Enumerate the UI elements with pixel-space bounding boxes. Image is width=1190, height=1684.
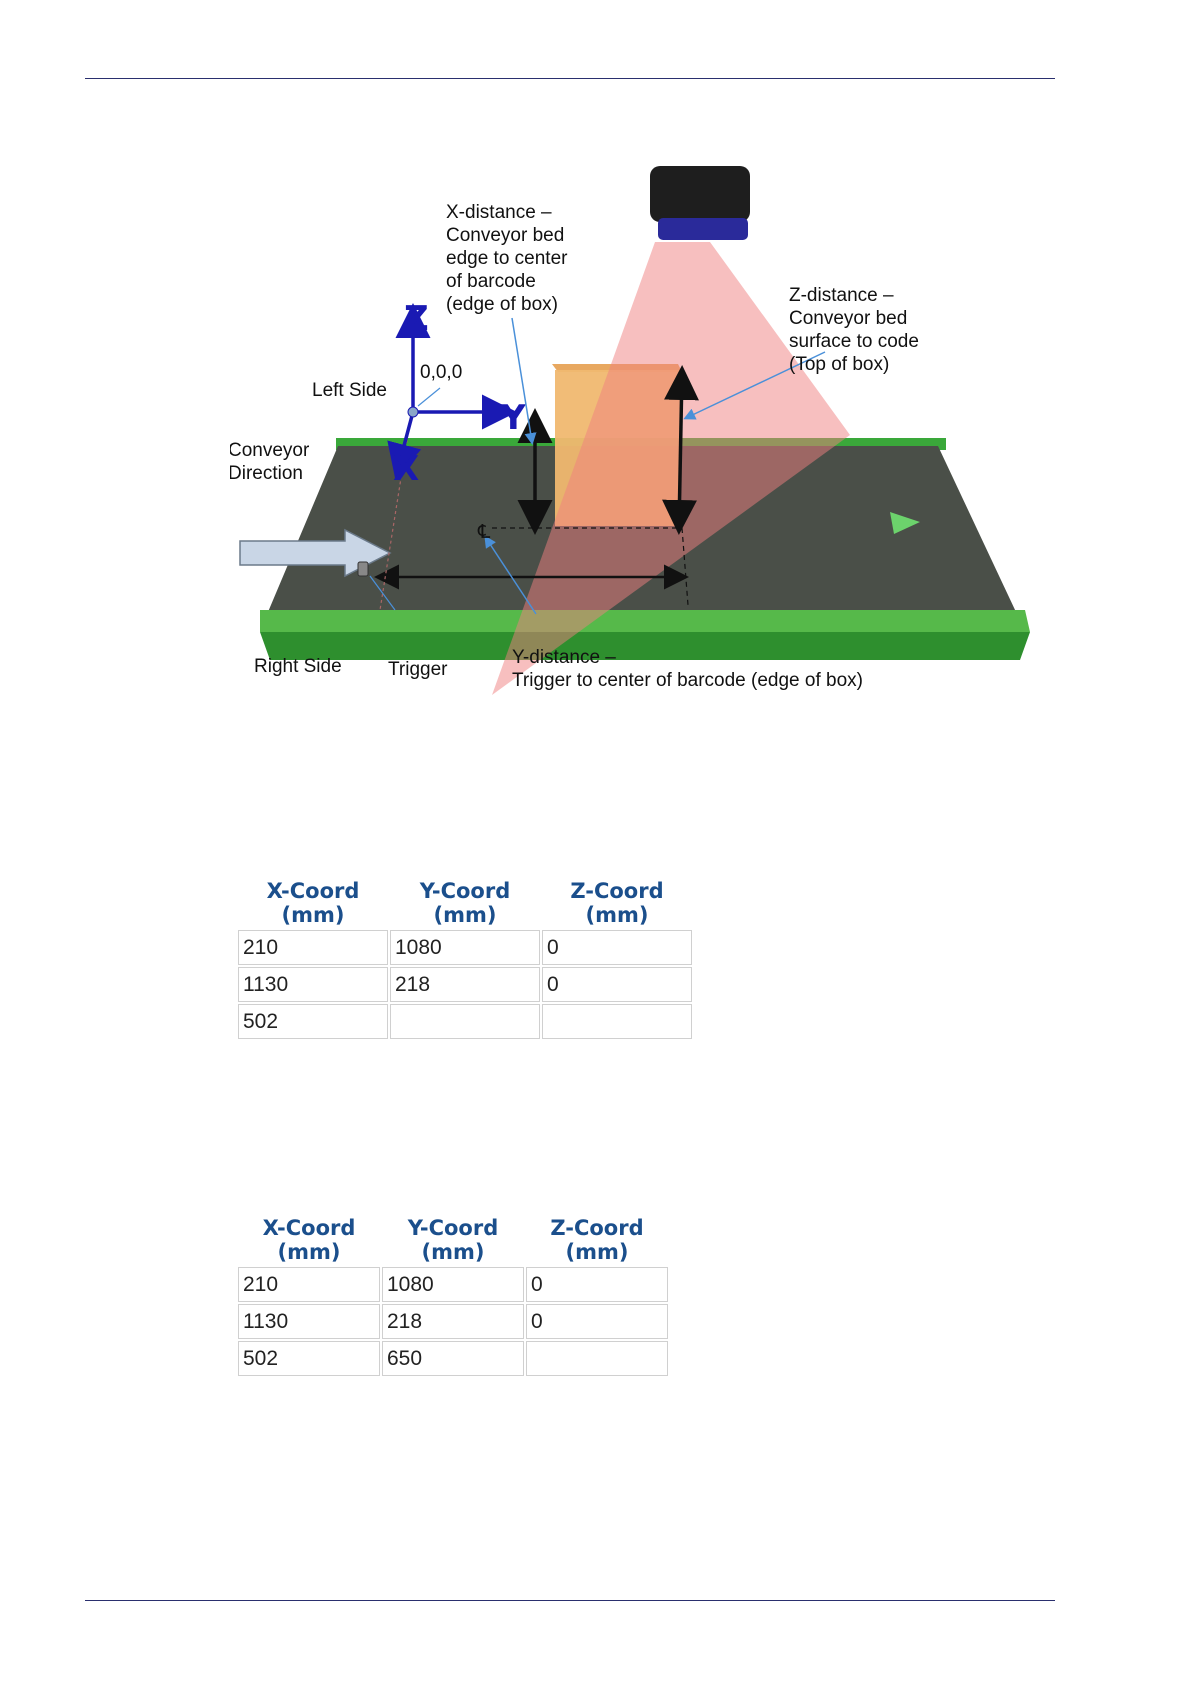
y-coord-field[interactable]: 218 [382,1304,524,1339]
x-distance-label: X-distance – Conveyor bed edge to center… [446,202,573,315]
z-distance-dimension [662,365,699,535]
z-coord-field[interactable] [526,1341,668,1376]
axis-z-label: Z [404,299,429,339]
left-side-label: Left Side [312,380,387,401]
y-coord-field[interactable]: 1080 [382,1267,524,1302]
header-x-coord: X-Coord(mm) [266,879,360,927]
table-row: 210 1080 0 [238,930,692,965]
y-distance-label: Y-distance – Trigger to center of barcod… [512,647,863,691]
x-distance-leader [511,317,537,445]
trigger-sensor-icon [357,561,369,577]
conveyor-frame-near [260,610,1030,632]
z-coord-field[interactable]: 0 [542,967,692,1002]
axis-y-label: Y [500,398,526,438]
header-y-coord: Y-Coord(mm) [419,879,511,927]
x-coord-field[interactable]: 210 [238,930,388,965]
y-dimension-extension [681,527,689,606]
header-z-coord: Z-Coord(mm) [550,1216,644,1264]
right-side-label: Right Side [254,656,342,677]
header-x-coord: X-Coord(mm) [262,1216,356,1264]
trigger-label: Trigger [388,659,448,680]
x-coord-field[interactable]: 502 [238,1341,380,1376]
header-rule [85,78,1055,79]
z-coord-field[interactable]: 0 [542,930,692,965]
origin-leader [417,387,441,407]
coordinates-table-2: X-Coord(mm) Y-Coord(mm) Z-Coord(mm) 210 … [236,1214,670,1378]
axis-x-label: X [393,449,419,489]
scanner-body [650,166,750,222]
centerline-symbol: ℄ [477,522,491,543]
z-distance-label: Z-distance – Conveyor bed surface to cod… [789,285,924,375]
z-coord-field[interactable]: 0 [526,1304,668,1339]
x-coord-field[interactable]: 502 [238,1004,388,1039]
table-header-row: X-Coord(mm) Y-Coord(mm) Z-Coord(mm) [238,1216,668,1265]
header-z-coord: Z-Coord(mm) [570,879,664,927]
footer-rule [85,1600,1055,1601]
conveyor-diagram: Z Y X X-distance – Conveyor bed edge to … [230,166,1030,695]
x-axis [387,411,422,479]
table-row: 1130 218 0 [238,1304,668,1339]
x-coord-field[interactable]: 1130 [238,1304,380,1339]
z-coord-field[interactable]: 0 [526,1267,668,1302]
origin-label: 0,0,0 [420,362,462,383]
table-header-row: X-Coord(mm) Y-Coord(mm) Z-Coord(mm) [238,879,692,928]
y-coord-field[interactable]: 1080 [390,930,540,965]
direction-marker-icon [890,512,920,534]
conveyor-frame-front [260,632,1030,660]
z-coord-field[interactable] [542,1004,692,1039]
table-row: 502 [238,1004,692,1039]
table-row: 502 650 [238,1341,668,1376]
table-row: 210 1080 0 [238,1267,668,1302]
x-coord-field[interactable]: 1130 [238,967,388,1002]
y-coord-field[interactable] [390,1004,540,1039]
scanner-base [658,218,748,240]
x-coord-field[interactable]: 210 [238,1267,380,1302]
y-distance-leader [484,535,537,615]
header-y-coord: Y-Coord(mm) [407,1216,499,1264]
trigger-leader [369,575,396,611]
y-coord-field[interactable]: 650 [382,1341,524,1376]
z-distance-leader [683,351,826,420]
y-coord-field[interactable]: 218 [390,967,540,1002]
table-row: 1130 218 0 [238,967,692,1002]
origin-point [407,406,419,418]
conveyor-direction-label: Conveyor Direction [230,440,315,484]
coordinates-table-1: X-Coord(mm) Y-Coord(mm) Z-Coord(mm) 210 … [236,877,694,1041]
